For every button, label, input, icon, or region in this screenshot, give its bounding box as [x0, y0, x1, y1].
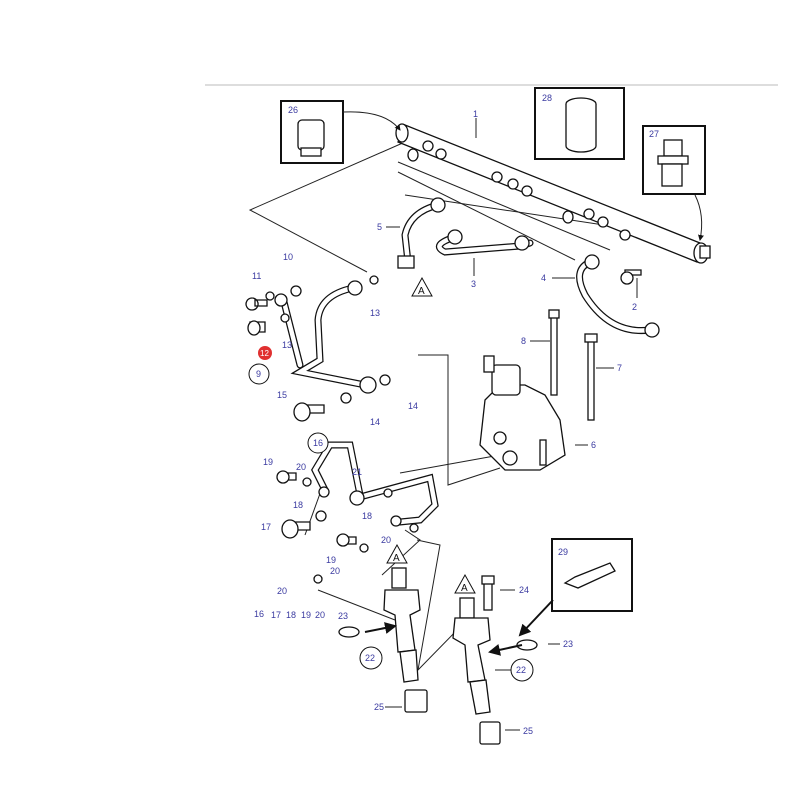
callout-22a[interactable]: 22 [365, 653, 375, 663]
callout-18b[interactable]: 18 [362, 511, 372, 521]
kit-17[interactable]: 17 [271, 610, 281, 620]
callout-8[interactable]: 8 [521, 336, 526, 346]
fittings [245, 197, 660, 651]
callout-12[interactable]: 12 [260, 349, 269, 358]
callout-circle-16 [307, 432, 329, 454]
ref-a-2: A [393, 553, 400, 564]
kit-18[interactable]: 18 [286, 610, 296, 620]
callout-27[interactable]: 27 [649, 129, 659, 139]
callout-13b[interactable]: 13 [282, 340, 292, 350]
callout-25b[interactable]: 25 [523, 726, 533, 736]
callout-21[interactable]: 21 [352, 467, 362, 477]
ref-a-3: A [461, 583, 468, 594]
callout-circle-22a [359, 646, 383, 670]
callout-14a[interactable]: 14 [408, 401, 418, 411]
callout-19b[interactable]: 19 [326, 555, 336, 565]
callout-7[interactable]: 7 [617, 363, 622, 373]
callout-20c[interactable]: 20 [330, 566, 340, 576]
callout-26[interactable]: 26 [288, 105, 298, 115]
callout-18a[interactable]: 18 [293, 500, 303, 510]
callout-14b[interactable]: 14 [370, 417, 380, 427]
reference-markers: A A A [386, 276, 476, 594]
inset-26 [280, 100, 401, 164]
inset-28 [534, 87, 625, 160]
callout-20d[interactable]: 20 [277, 586, 287, 596]
callout-19a[interactable]: 19 [263, 457, 273, 467]
inset-27 [642, 125, 706, 241]
kit-20[interactable]: 20 [315, 610, 325, 620]
callout-20a[interactable]: 20 [296, 462, 306, 472]
callout-2[interactable]: 2 [632, 302, 637, 312]
callout-20b[interactable]: 20 [381, 535, 391, 545]
callout-22b[interactable]: 22 [516, 665, 526, 675]
high-pressure-pump [479, 309, 598, 611]
callout-28[interactable]: 28 [542, 93, 552, 103]
kit-19[interactable]: 19 [301, 610, 311, 620]
callout-25a[interactable]: 25 [374, 702, 384, 712]
callout-23a[interactable]: 23 [338, 611, 348, 621]
callout-17[interactable]: 17 [261, 522, 271, 532]
highlight-marker-12 [258, 346, 272, 360]
inset-29 [518, 538, 633, 637]
callout-circle-22b [510, 658, 534, 682]
callout-16[interactable]: 16 [313, 438, 323, 448]
fuel-rail [395, 123, 711, 264]
callout-labels: 1 26 28 27 5 3 4 2 10 11 13 13 12 9 8 7 … [252, 93, 659, 736]
callout-circle-9 [248, 363, 270, 385]
callout-23b[interactable]: 23 [563, 639, 573, 649]
pipe-nut [397, 255, 415, 269]
callout-9[interactable]: 9 [256, 369, 261, 379]
kit-16[interactable]: 16 [254, 609, 264, 619]
leader-lines [248, 118, 671, 731]
callout-5[interactable]: 5 [377, 222, 382, 232]
callout-15[interactable]: 15 [277, 390, 287, 400]
callout-13a[interactable]: 13 [370, 308, 380, 318]
callout-29[interactable]: 29 [558, 547, 568, 557]
callout-10[interactable]: 10 [283, 252, 293, 262]
callout-1[interactable]: 1 [473, 109, 478, 119]
callout-24[interactable]: 24 [519, 585, 529, 595]
callout-6[interactable]: 6 [591, 440, 596, 450]
callout-4[interactable]: 4 [541, 273, 546, 283]
callout-3[interactable]: 3 [471, 279, 476, 289]
callout-11[interactable]: 11 [252, 271, 261, 281]
ref-a-1: A [418, 286, 425, 297]
injector-left [383, 567, 428, 713]
fuel-pipes [279, 201, 654, 526]
injector-right [364, 597, 523, 745]
